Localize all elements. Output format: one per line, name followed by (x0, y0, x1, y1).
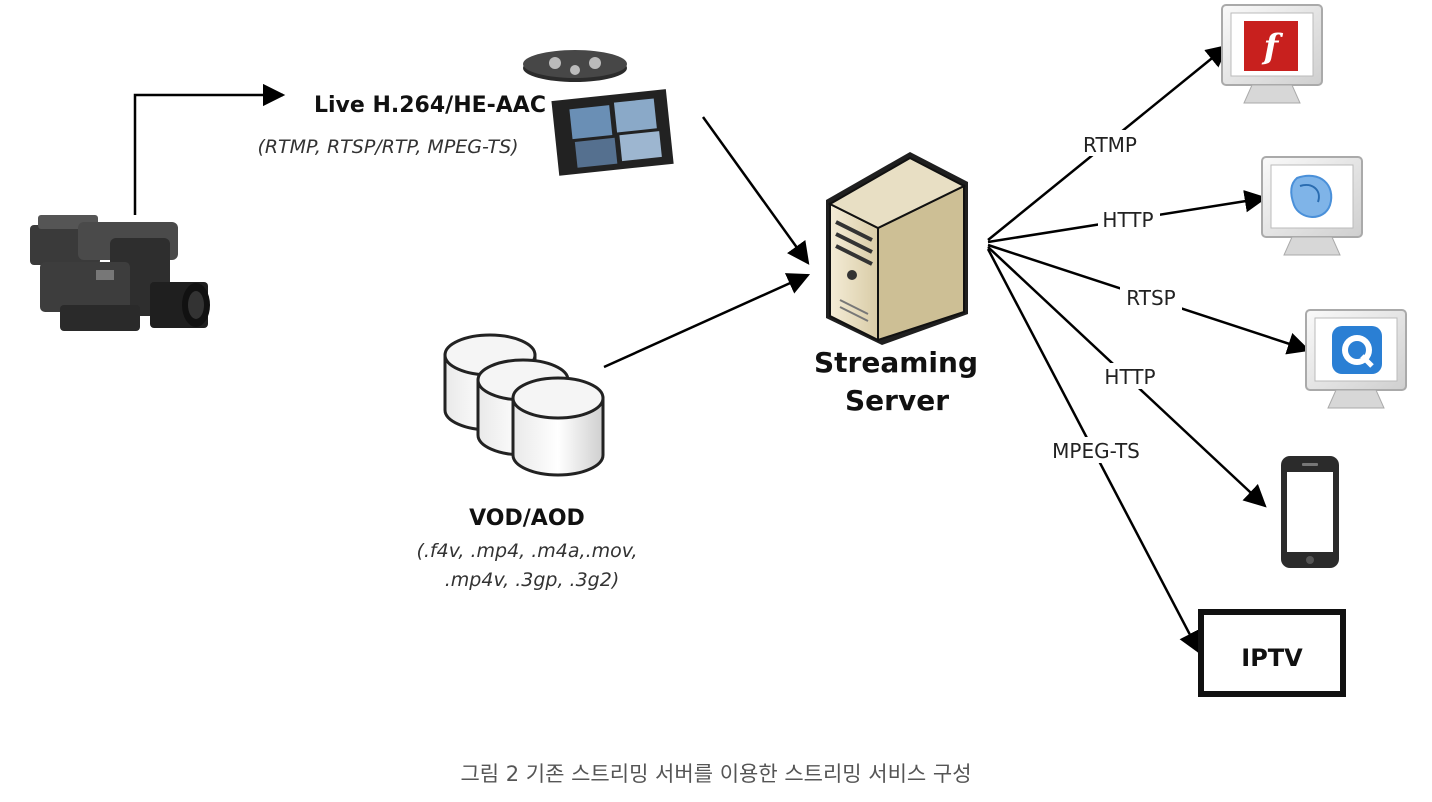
protocol-label-http-2: HTTP (1104, 365, 1155, 389)
figure-caption: 그림 2 기존 스트리밍 서버를 이용한 스트리밍 서비스 구성 (460, 762, 972, 786)
live-stream-protocols: (RTMP, RTSP/RTP, MPEG-TS) (257, 136, 518, 158)
svg-text:f: f (1262, 27, 1284, 67)
film-reel-icon (465, 50, 674, 180)
server-icon (826, 152, 968, 345)
protocol-label-mpegts: MPEG-TS (1052, 439, 1140, 463)
live-stream-title: Live H.264/HE-AAC (314, 93, 546, 118)
silverlight-monitor-icon (1261, 156, 1363, 256)
protocol-labels: RTMP HTTP RTSP HTTP MPEG-TS (1040, 130, 1182, 463)
camera-to-live-arrow (133, 83, 286, 215)
server-label-line1: Streaming (814, 346, 978, 379)
protocol-label-http-1: HTTP (1102, 208, 1153, 232)
protocol-label-rtmp: RTMP (1083, 133, 1137, 157)
vod-to-server-arrow (603, 273, 811, 369)
server-label-line2: Server (845, 384, 949, 417)
protocol-label-rtsp: RTSP (1126, 286, 1175, 310)
output-connectors (986, 44, 1311, 654)
storage-disks-icon (443, 333, 605, 477)
live-to-server-arrow (701, 116, 810, 265)
input-connectors (133, 83, 811, 369)
quicktime-monitor-icon (1305, 309, 1407, 409)
iptv-tv-icon: IPTV (1198, 609, 1346, 697)
iptv-label: IPTV (1241, 644, 1303, 672)
vod-title: VOD/AOD (469, 506, 585, 531)
vod-formats-line2: .mp4v, .3gp, .3g2) (445, 569, 620, 591)
smartphone-icon (1281, 456, 1339, 568)
vod-formats-line1: (.f4v, .mp4, .m4a,.mov, (416, 540, 637, 562)
video-camera-icon (30, 215, 210, 331)
flash-player-monitor-icon: f (1221, 4, 1323, 104)
